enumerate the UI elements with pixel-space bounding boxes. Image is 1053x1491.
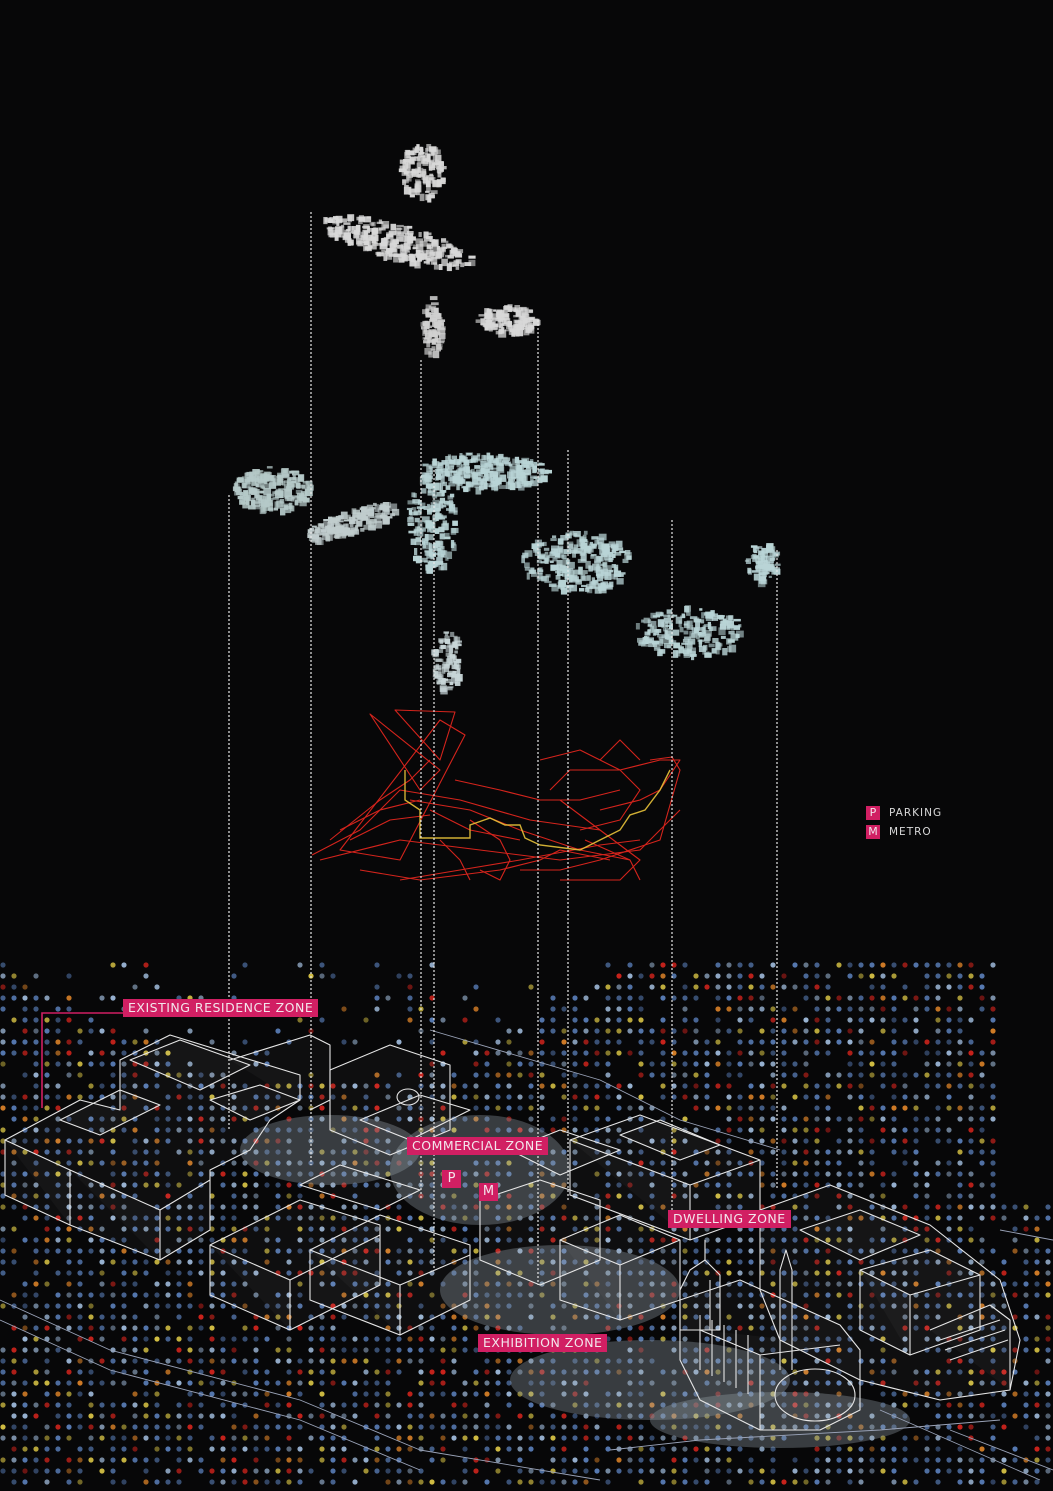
parking-key-icon: P bbox=[866, 805, 880, 820]
legend-label-parking: PARKING bbox=[889, 806, 943, 819]
legend-item-parking: P PARKING bbox=[866, 804, 942, 821]
legend: P PARKING M METRO bbox=[866, 804, 942, 842]
metro-key-icon: M bbox=[866, 824, 880, 839]
commercial-zone-label: COMMERCIAL ZONE bbox=[407, 1137, 549, 1155]
dwelling-zone-label: DWELLING ZONE bbox=[668, 1210, 791, 1228]
metro-marker: M bbox=[479, 1183, 498, 1201]
exhibition-zone-label: EXHIBITION ZONE bbox=[478, 1334, 608, 1352]
existing-residence-zone-label: EXISTING RESIDENCE ZONE bbox=[123, 999, 319, 1017]
legend-item-metro: M METRO bbox=[866, 823, 942, 840]
parking-marker: P bbox=[442, 1170, 461, 1188]
legend-label-metro: METRO bbox=[889, 825, 932, 838]
